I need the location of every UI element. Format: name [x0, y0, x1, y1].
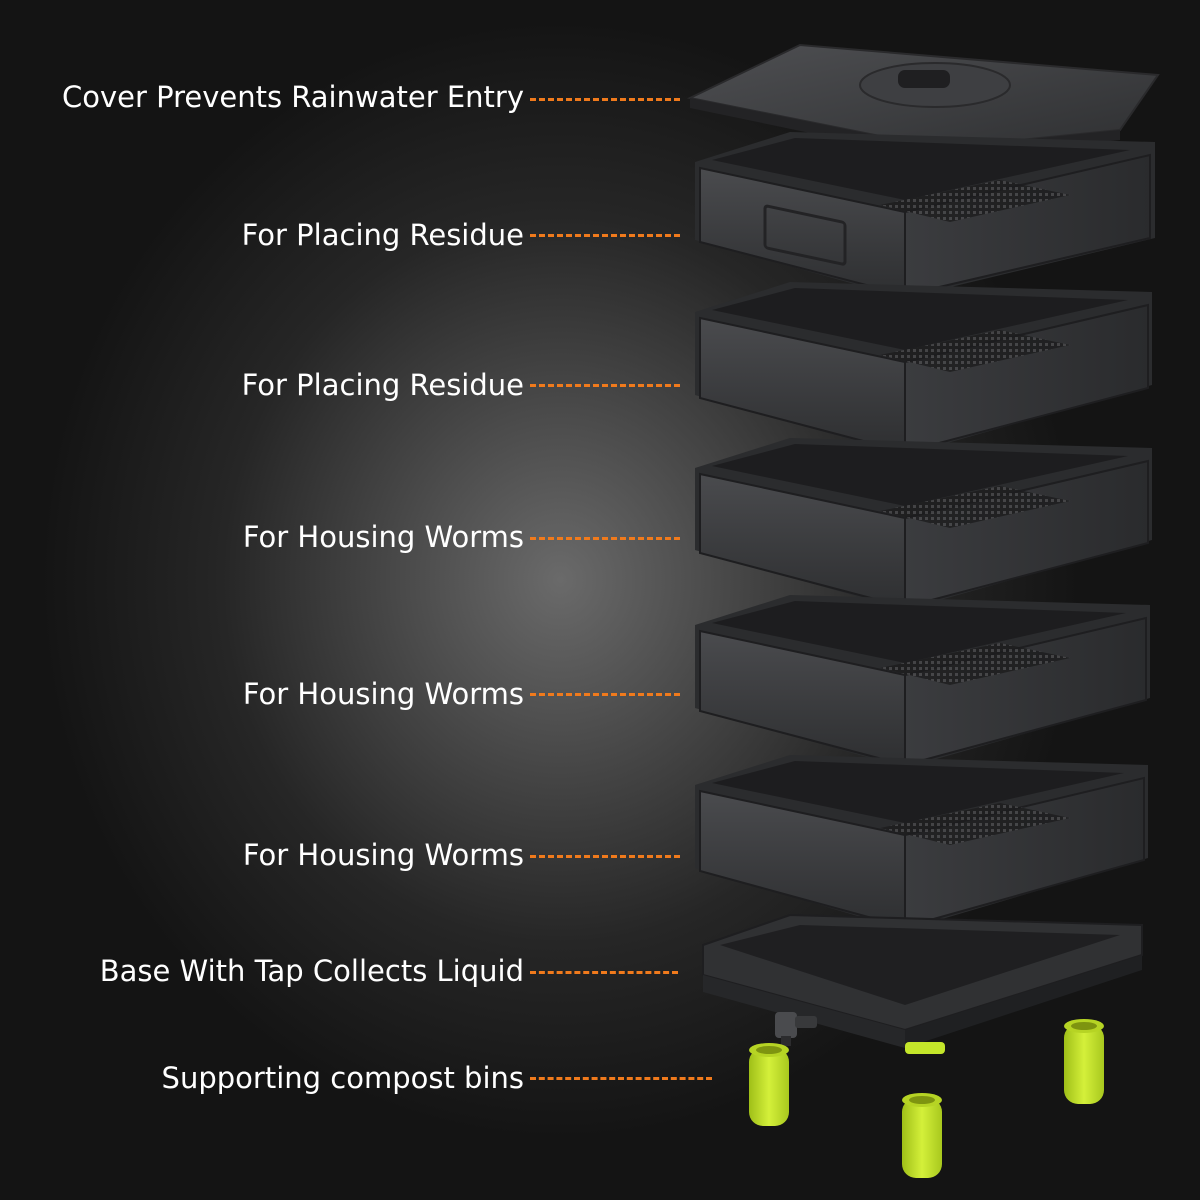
leader-line-worms-3 — [530, 855, 680, 858]
label-worms-2: For Housing Worms — [242, 677, 524, 711]
tray-3 — [695, 438, 1152, 610]
leader-line-worms-2 — [530, 693, 680, 696]
tray-2 — [695, 282, 1152, 455]
label-worms-3: For Housing Worms — [242, 838, 524, 872]
tray-4 — [695, 595, 1150, 768]
leader-line-cover — [530, 98, 680, 101]
label-residue-2: For Placing Residue — [241, 368, 524, 402]
support-bin-left — [749, 1043, 789, 1126]
base-foot — [905, 1042, 945, 1054]
label-residue-1: For Placing Residue — [241, 218, 524, 252]
leader-line-residue-2 — [530, 384, 680, 387]
label-cover: Cover Prevents Rainwater Entry — [61, 80, 524, 114]
label-support-bins: Supporting compost bins — [161, 1061, 524, 1095]
lid-handle — [898, 70, 950, 88]
tap-icon — [775, 1012, 817, 1046]
leader-line-support — [530, 1077, 712, 1080]
support-bin-middle — [902, 1093, 942, 1178]
tray-1 — [695, 132, 1155, 298]
leader-line-worms-1 — [530, 537, 680, 540]
tray-5 — [695, 755, 1148, 930]
support-bin-right — [1064, 1019, 1104, 1104]
label-base-tap: Base With Tap Collects Liquid — [99, 954, 524, 988]
leader-line-base — [530, 971, 678, 974]
base-tray — [702, 913, 1143, 1054]
leader-line-residue-1 — [530, 234, 680, 237]
label-worms-1: For Housing Worms — [242, 520, 524, 554]
